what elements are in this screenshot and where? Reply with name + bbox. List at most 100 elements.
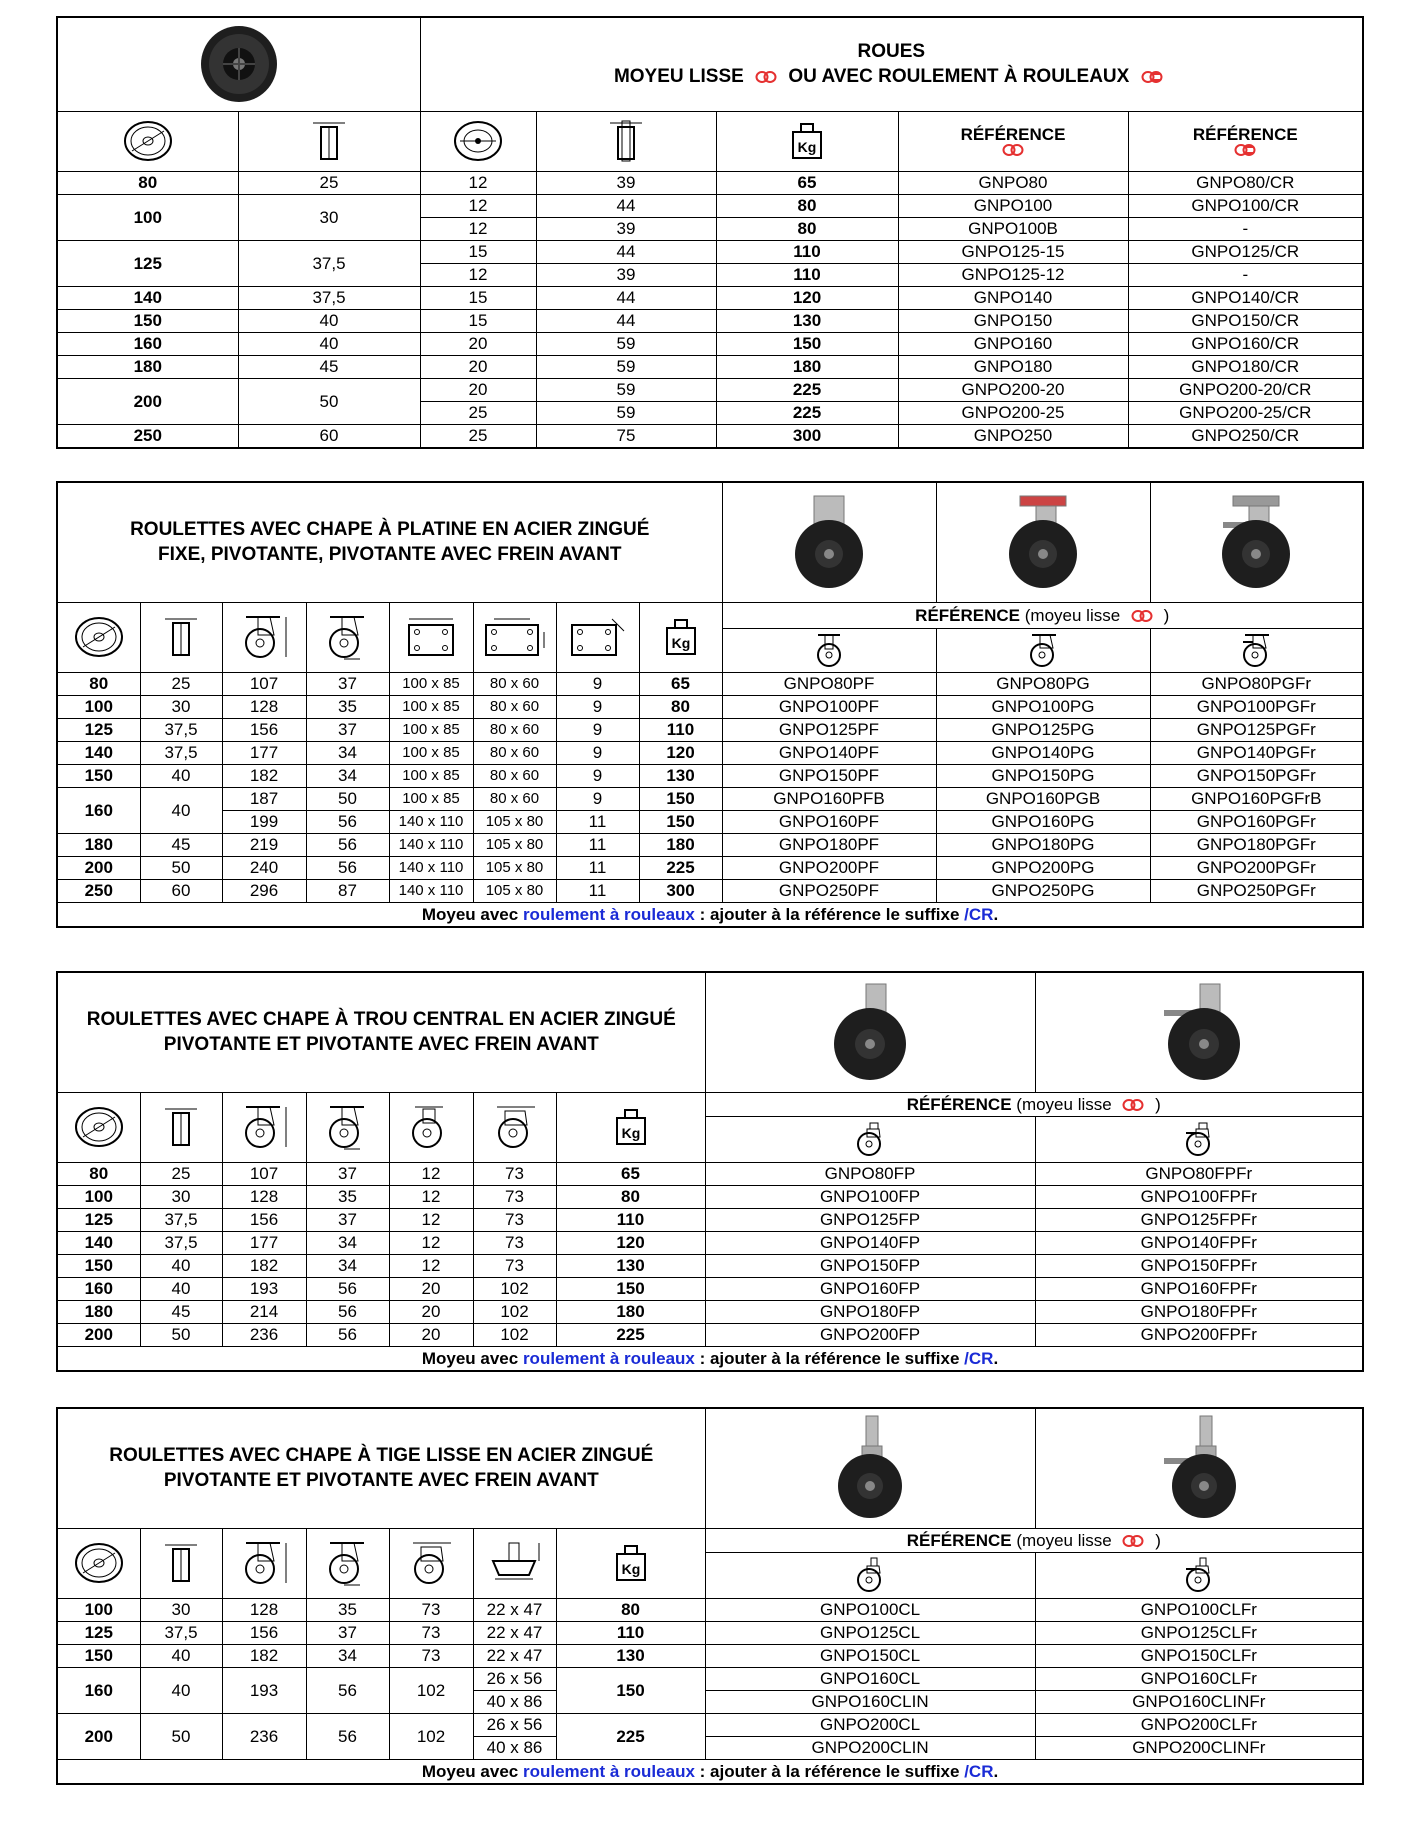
offset-cell: 34 [305,1230,390,1255]
load-cell: 110 [555,1620,706,1645]
height-cell: 193 [221,1276,307,1301]
plate-cell: 100 x 85 [388,694,474,719]
width-cell: 40 [237,331,421,356]
width-cell: 45 [139,1299,223,1324]
ref-swivel-cell: GNPO140PG [935,740,1151,765]
load-cell: 150 [555,1276,706,1301]
note-period: . [993,1348,999,1368]
holes-cell: 80 x 60 [472,671,557,696]
bore-cell: 12 [419,193,537,218]
ref-fixed-cell: GNPO160PFB [721,786,937,811]
stem-cell: 22 x 47 [472,1620,557,1645]
ref-fixed-cell: GNPO250PF [721,878,937,903]
bolt-cell: 9 [555,717,640,742]
svg-text:Kg: Kg [621,1125,640,1141]
tige-title-line1: ROULETTES AVEC CHAPE À TIGE LISSE EN ACI… [109,1445,654,1467]
ref-cell: GNPO150 [897,308,1129,333]
weight-kg-icon: Kg [555,1527,706,1599]
note-cr-suffix: /CR [964,1761,994,1781]
hub-cell: 44 [535,193,717,218]
ref-swivel-cell: GNPO160PG [935,809,1151,834]
diameter-cell: 200 [56,1322,141,1347]
ref-cr-cell: GNPO125/CR [1127,239,1364,264]
note-text: Moyeu avec [421,1761,519,1781]
diameter-cell: 180 [56,354,239,379]
diameter-cell: 160 [56,1666,141,1714]
ref-cr-cell: GNPO200-25/CR [1127,400,1364,425]
load-cell: 150 [638,786,723,811]
load-cell: 110 [715,239,899,264]
top-cell: 73 [472,1207,557,1232]
load-cell: 65 [715,170,899,195]
ref-note: (moyeu lisse [1016,1530,1112,1550]
load-cell: 80 [715,216,899,241]
caster-offset-icon [305,601,390,673]
ref-cell: GNPO160 [897,331,1129,356]
offset-cell: 34 [305,1253,390,1278]
note-suffix-text: : ajouter à la référence le suffixe [694,904,960,924]
bolt-hole-icon [555,601,640,673]
diameter-cell: 250 [56,423,239,448]
ref-brake-cell: GNPO160CLFr [1034,1666,1364,1691]
holes-cell: 80 x 60 [472,717,557,742]
offset-cell: 56 [305,1299,390,1324]
plate-size-icon [388,601,474,673]
caster-swivel-photo [704,1407,1036,1529]
height-cell: 214 [221,1299,307,1324]
ref-brake-cell: GNPO150FPFr [1034,1253,1364,1278]
note-text: Moyeu avec [421,1348,519,1368]
tige-ref-header: RÉFÉRENCE (moyeu lisse ) [704,1527,1364,1553]
ref-cr-cell: GNPO250/CR [1127,423,1364,448]
offset-cell: 37 [305,1620,390,1645]
offset-cell: 56 [305,809,390,834]
bore-cell: 12 [419,170,537,195]
ref-note: (moyeu lisse [1016,1094,1112,1114]
wheels-title-roller: OU AVEC ROULEMENT À ROULEAUX [788,66,1130,88]
load-cell: 120 [715,285,899,310]
load-cell: 225 [555,1712,706,1760]
top-cell: 102 [472,1299,557,1324]
offset-cell: 37 [305,1207,390,1232]
holes-cell: 80 x 60 [472,740,557,765]
ref-swivel-cell: GNPO125CL [704,1620,1036,1645]
load-cell: 130 [555,1643,706,1668]
ref-swivel-cell: GNPO100CL [704,1597,1036,1622]
note-period: . [993,904,999,924]
bolt-cell: 11 [555,878,640,903]
ref-cell: GNPO100B [897,216,1129,241]
load-cell: 180 [715,354,899,379]
platine-title-line2: FIXE, PIVOTANTE, PIVOTANTE AVEC FREIN AV… [158,544,622,566]
ref-cell: GNPO200-20 [897,377,1129,402]
load-cell: 120 [638,740,723,765]
load-cell: 225 [555,1322,706,1347]
diameter-cell: 125 [56,1620,141,1645]
load-cell: 80 [555,1597,706,1622]
bolt-cell: 11 [555,855,640,880]
load-cell: 80 [555,1184,706,1209]
diameter-cell: 160 [56,786,141,834]
width-cell: 45 [237,354,421,379]
trou-ref-header: RÉFÉRENCE (moyeu lisse ) [704,1091,1364,1117]
ref-brake-cell: GNPO160FPFr [1034,1276,1364,1301]
wheel-diameter-icon [56,601,141,673]
bolt-cell: 9 [555,740,640,765]
hole-cell: 12 [388,1184,474,1209]
offset-cell: 35 [305,1184,390,1209]
height-cell: 193 [221,1666,307,1714]
ref-label: RÉFÉRENCE [906,1094,1012,1114]
ref-cell: GNPO80 [897,170,1129,195]
diameter-cell: 140 [56,1230,141,1255]
ref-label: RÉFÉRENCE [915,605,1021,625]
diameter-cell: 150 [56,763,141,788]
svg-text:Kg: Kg [798,139,817,155]
height-cell: 219 [221,832,307,857]
height-cell: 182 [221,763,307,788]
ref-brake-cell: GNPO80FPFr [1034,1161,1364,1186]
ref-cr-cell: GNPO140/CR [1127,285,1364,310]
width-cell: 37,5 [139,1230,223,1255]
ref-swivel-cell: GNPO200CL [704,1712,1036,1737]
ref-brake-cell: GNPO100FPFr [1034,1184,1364,1209]
ref-brake-cell: GNPO200CLFr [1034,1712,1364,1737]
